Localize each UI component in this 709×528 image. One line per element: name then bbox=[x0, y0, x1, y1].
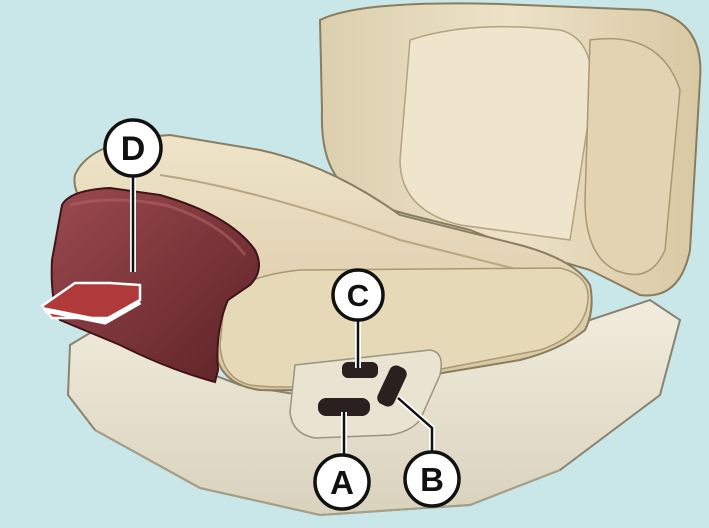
callout-b-label: B bbox=[420, 461, 444, 498]
arrow-white-edge bbox=[44, 299, 142, 325]
callout-a: A bbox=[313, 453, 371, 511]
cushion-center-seam bbox=[159, 174, 561, 281]
switch-a bbox=[318, 398, 370, 416]
seat-back-center-panel bbox=[399, 25, 593, 241]
callout-a-label: A bbox=[330, 464, 354, 501]
leader-line-b-dark bbox=[397, 397, 434, 456]
callout-c: C bbox=[331, 268, 385, 322]
cushion-front-bolster bbox=[219, 267, 589, 388]
cushion-extension bbox=[50, 186, 260, 384]
base-lower-edge bbox=[94, 429, 561, 517]
callout-b: B bbox=[403, 450, 461, 508]
switch-b bbox=[377, 365, 407, 407]
callout-d-label: D bbox=[121, 130, 146, 168]
callout-d: D bbox=[103, 118, 163, 178]
extension-top-highlight bbox=[69, 198, 247, 256]
callout-c-label: C bbox=[347, 278, 369, 313]
switch-c bbox=[342, 362, 378, 378]
seat-back-side-bolster bbox=[584, 37, 681, 276]
